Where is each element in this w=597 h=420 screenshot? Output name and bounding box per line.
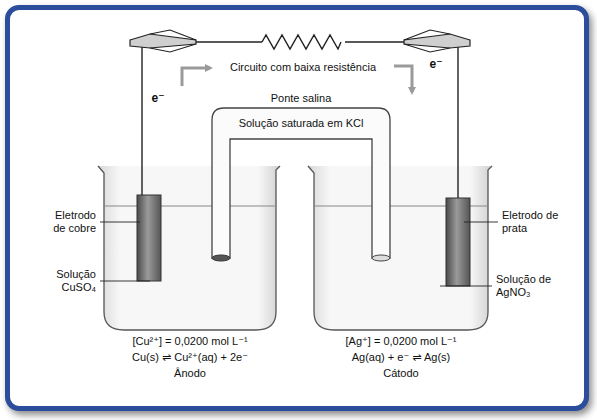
electrode-label: Eletrodo de cobre [40, 209, 96, 235]
half-reaction: Ag(aq) + e⁻ ⇌ Ag(s) [352, 351, 450, 364]
half-reaction: Cu(s) ⇌ Cu²⁺(aq) + 2e⁻ [132, 351, 248, 364]
electron-label: e⁻ [151, 92, 164, 105]
bridge-label: Ponte salina [271, 92, 332, 105]
electrode-role: Cátodo [383, 367, 418, 380]
external-circuit [142, 35, 458, 198]
alligator-clips [130, 30, 470, 52]
solution-label: Solução de AgNO₃ [496, 273, 558, 299]
solution-label: Solução CuSO₄ [44, 268, 96, 294]
circuit-label: Circuito com baixa resistência [230, 61, 376, 74]
beaker-right [308, 166, 492, 330]
electron-arrow [394, 66, 412, 92]
electron-arrow [182, 68, 210, 86]
electrode-label: Eletrodo de prata [502, 209, 560, 235]
electrode-role: Ânodo [174, 367, 206, 380]
bridge-solution-label: Solução saturada em KCl [239, 117, 364, 130]
leader-lines [100, 222, 498, 286]
silver-electrode [446, 198, 470, 286]
salt-bridge [212, 108, 390, 261]
beaker-left [98, 166, 280, 330]
concentration-label: [Ag⁺] = 0,0200 mol L⁻¹ [346, 335, 457, 348]
electron-label: e⁻ [429, 58, 442, 71]
concentration-label: [Cu²⁺] = 0,0200 mol L⁻¹ [132, 335, 247, 348]
copper-electrode [137, 195, 161, 281]
resistor-symbol [262, 35, 341, 49]
